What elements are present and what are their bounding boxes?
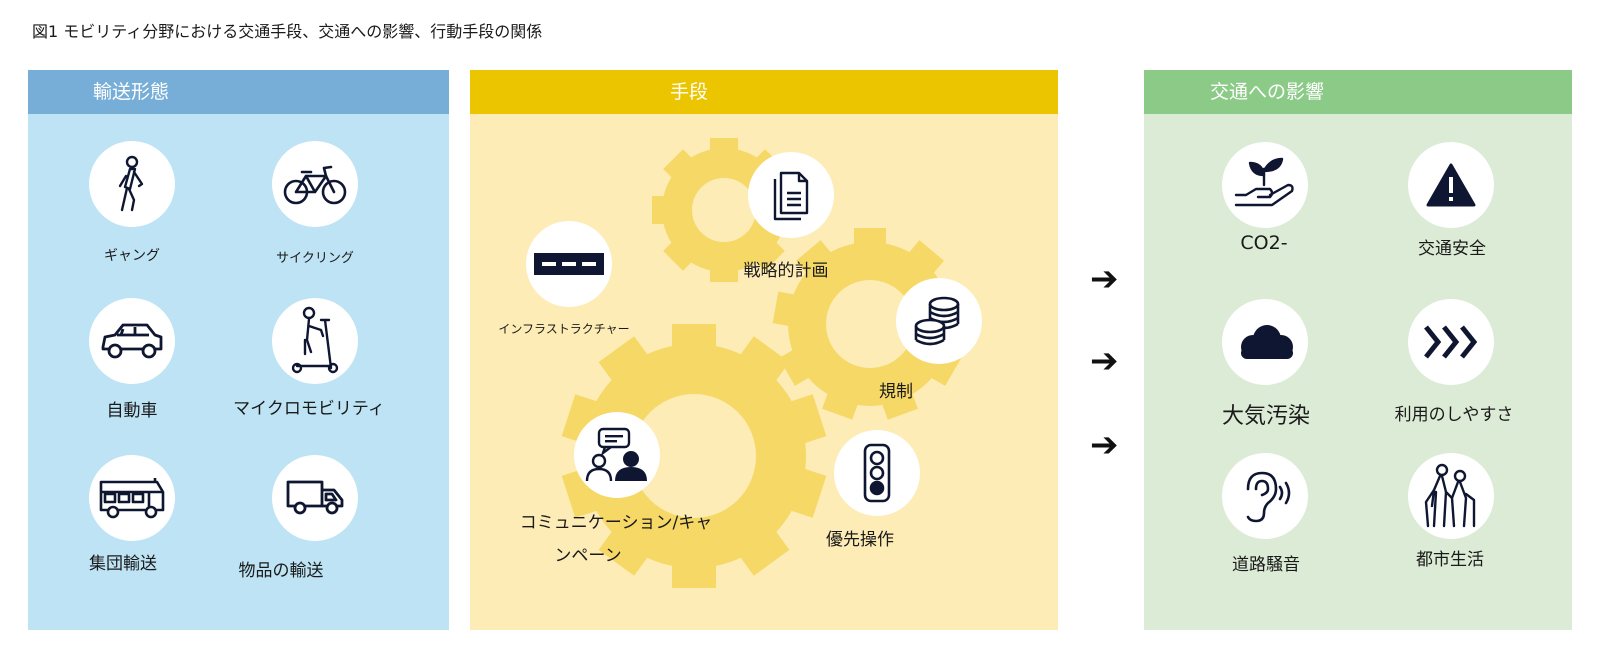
ear-icon <box>1222 453 1308 539</box>
bicycle-icon <box>272 141 358 227</box>
arrow-3: ➔ <box>1090 425 1119 465</box>
plant-hand-icon <box>1222 142 1308 228</box>
impact-label-road-noise: 道路騒音 <box>1232 555 1300 575</box>
impact-label-accessibility: 利用のしやすさ <box>1394 405 1514 425</box>
impact-label-urban-life: 都市生活 <box>1416 550 1484 570</box>
transport-header: 輸送形態 <box>28 70 449 114</box>
scooter-icon <box>272 298 358 384</box>
measures-header-label: 手段 <box>670 81 709 103</box>
measure-label-infrastructure: インフラストラクチャー <box>498 322 630 336</box>
transport-header-label: 輸送形態 <box>93 81 170 103</box>
measure-label-communication-line2: ンペーン <box>554 546 622 566</box>
impact-label-air-pollution: 大気汚染 <box>1221 404 1311 429</box>
cloud-icon <box>1222 299 1308 385</box>
arrow-1: ➔ <box>1090 259 1119 299</box>
impact-label-co2: CO2- <box>1240 232 1288 254</box>
chevrons-icon <box>1408 299 1494 385</box>
measure-label-regulation: 規制 <box>879 382 913 402</box>
measures-panel: 手段 <box>470 70 1058 630</box>
coins-icon <box>896 278 982 364</box>
transport-label-goods: 物品の輸送 <box>238 561 324 581</box>
impact-label-safety: 交通安全 <box>1418 239 1486 259</box>
elderly-people-icon <box>1408 453 1494 539</box>
van-icon <box>272 455 358 541</box>
conversation-icon <box>574 412 660 498</box>
traffic-light-icon <box>834 430 920 516</box>
transport-label-car: 自動車 <box>106 401 158 421</box>
measures-body: インフラストラクチャー 戦略的計画 規制 <box>470 114 1058 630</box>
figure-title: 図1 モビリティ分野における交通手段、交通への影響、行動手段の関係 <box>32 22 543 41</box>
gears-illustration <box>561 138 968 588</box>
document-icon <box>748 152 834 238</box>
pedestrian-icon <box>89 141 175 227</box>
measure-label-strategic-planning: 戦略的計画 <box>743 261 829 281</box>
impacts-panel: 交通への影響 CO2- 交通安全 <box>1144 70 1572 630</box>
transport-panel: 輸送形態 ギャング サイクリング <box>28 70 449 630</box>
impacts-header: 交通への影響 <box>1144 70 1572 114</box>
transport-label-walking: ギャング <box>104 248 160 264</box>
arrow-2: ➔ <box>1090 341 1119 381</box>
measure-label-communication: コミュニケーション/キャ <box>519 513 713 533</box>
measures-header: 手段 <box>470 70 1058 114</box>
measure-label-priority: 優先操作 <box>826 530 894 550</box>
impacts-body: CO2- 交通安全 大気汚染 利用のしやすさ <box>1144 114 1572 630</box>
bus-icon <box>89 455 175 541</box>
car-icon <box>89 298 175 384</box>
transport-label-cycling: サイクリング <box>276 251 354 266</box>
transport-label-public-transport: 集団輸送 <box>89 554 157 574</box>
transport-body: ギャング サイクリング 自動車 マイクロモビリティ <box>28 114 449 630</box>
warning-icon <box>1408 142 1494 228</box>
transport-label-micromobility: マイクロモビリティ <box>233 399 385 419</box>
road-icon <box>526 221 612 307</box>
impacts-header-label: 交通への影響 <box>1210 81 1325 103</box>
